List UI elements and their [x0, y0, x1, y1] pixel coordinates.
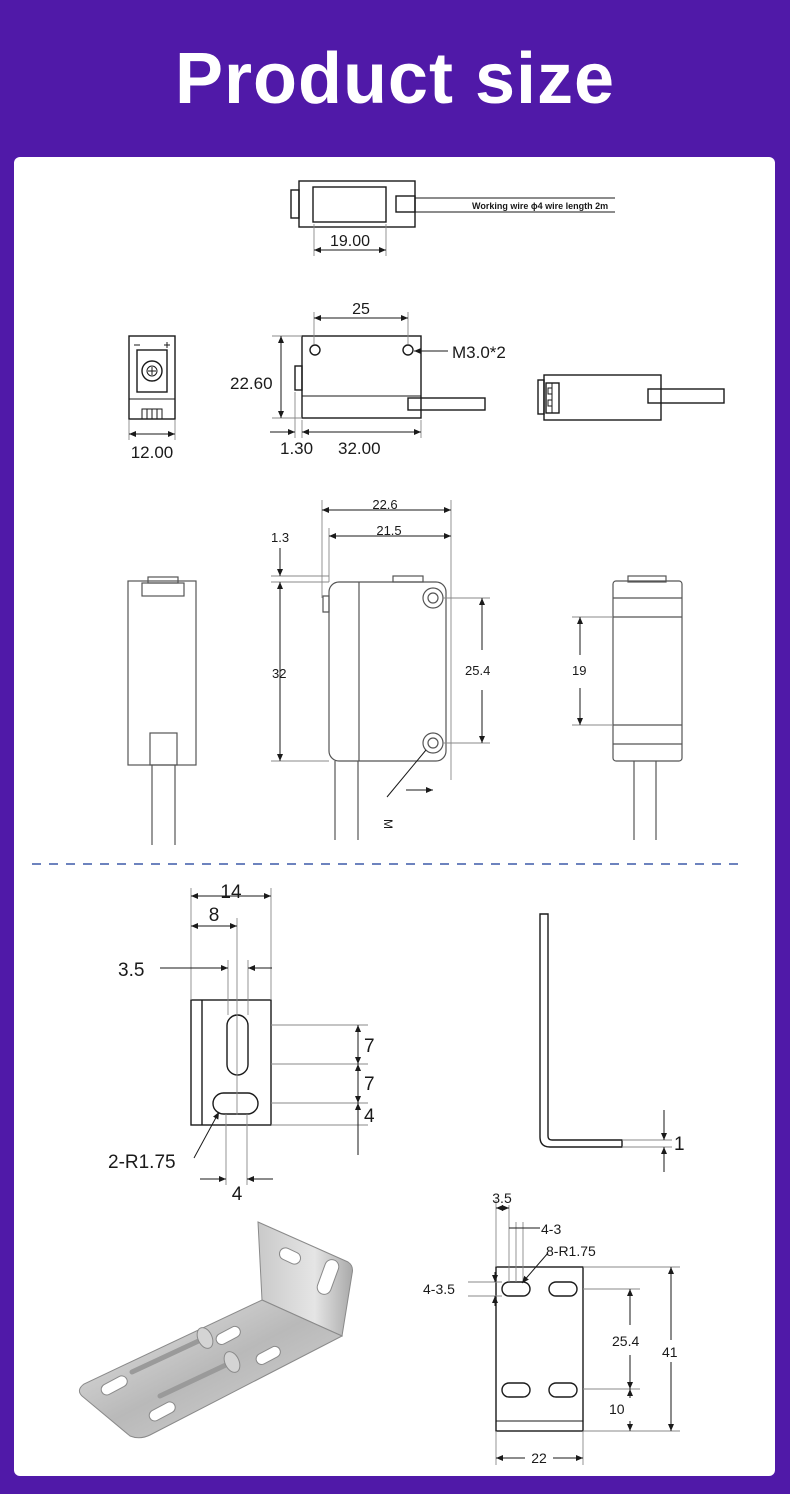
detail-lens-offset-label: 1.3: [271, 530, 289, 545]
detail-hole-spacing-label: 25.4: [465, 663, 490, 678]
detail-left-view: [127, 576, 197, 845]
base-radius-label: 8-R1.75: [546, 1243, 596, 1259]
page-title: Product size: [174, 38, 616, 119]
detail-right-view: 19: [572, 575, 683, 840]
drawing-panel: 19.00 Working wire ɸ4 wire length 2m 12.…: [14, 157, 775, 1476]
hole-spacing-label: 25: [352, 301, 370, 318]
rear-small-view: [537, 374, 725, 421]
lens-offset-label: 1.30: [280, 439, 313, 458]
base-slot-spacing-label: 4-3: [541, 1221, 561, 1237]
bracket-side-view: 1: [539, 913, 685, 1172]
base-hole-spacing-label: 25.4: [612, 1333, 639, 1349]
technical-drawing: 19.00 Working wire ɸ4 wire length 2m 12.…: [32, 180, 745, 1466]
base-height-label: 41: [662, 1344, 678, 1360]
thickness-label: 1: [674, 1134, 685, 1155]
hole-callout-label: M3.0*2: [452, 343, 506, 362]
top-view: 19.00 Working wire ɸ4 wire length 2m: [290, 180, 615, 256]
radius-label: 2-R1.75: [108, 1152, 176, 1173]
top-length-label: 19.00: [330, 233, 370, 250]
bracket-base-view: 3.5 4-3 8-R1.75 4-3.5 25.4 10 41 22: [423, 1190, 680, 1466]
body-width-label: 21.5: [376, 523, 401, 538]
slot-offset-label: 8: [209, 905, 220, 926]
bracket-front-view: 14 8 3.5 7 7 4 2-R1.75 4: [108, 882, 375, 1205]
slot-width-label: 3.5: [118, 960, 144, 981]
base-bottom-label: 10: [609, 1401, 625, 1417]
bracket-photo: [78, 1221, 353, 1439]
base-width-label: 22: [531, 1450, 547, 1466]
base-slot-width-label: 3.5: [492, 1190, 512, 1206]
base-slot-length-label: 4-3.5: [423, 1281, 455, 1297]
height-label: 22.60: [230, 374, 273, 393]
side-view: 25 M3.0*2 22.60 1.30 32.00: [230, 301, 506, 458]
wire-note: Working wire ɸ4 wire length 2m: [472, 201, 608, 211]
overall-width-label: 22.6: [372, 497, 397, 512]
header-banner: Product size: [0, 0, 790, 157]
dim-4-label: 4: [364, 1106, 375, 1127]
dim-7b-label: 7: [364, 1074, 375, 1095]
front-small-view: 12.00: [128, 335, 176, 462]
dim-7a-label: 7: [364, 1036, 375, 1057]
detail-center-view: 22.6 21.5 1.3 32 25.4 M: [271, 497, 490, 840]
slot-bottom-label: 4: [232, 1184, 243, 1205]
lens-height-label: 19: [572, 663, 586, 678]
hole-mark: M: [381, 819, 395, 829]
bracket-width-label: 14: [220, 882, 242, 903]
length-label: 32.00: [338, 439, 381, 458]
detail-height-label: 32: [272, 666, 286, 681]
small-width-label: 12.00: [131, 443, 174, 462]
